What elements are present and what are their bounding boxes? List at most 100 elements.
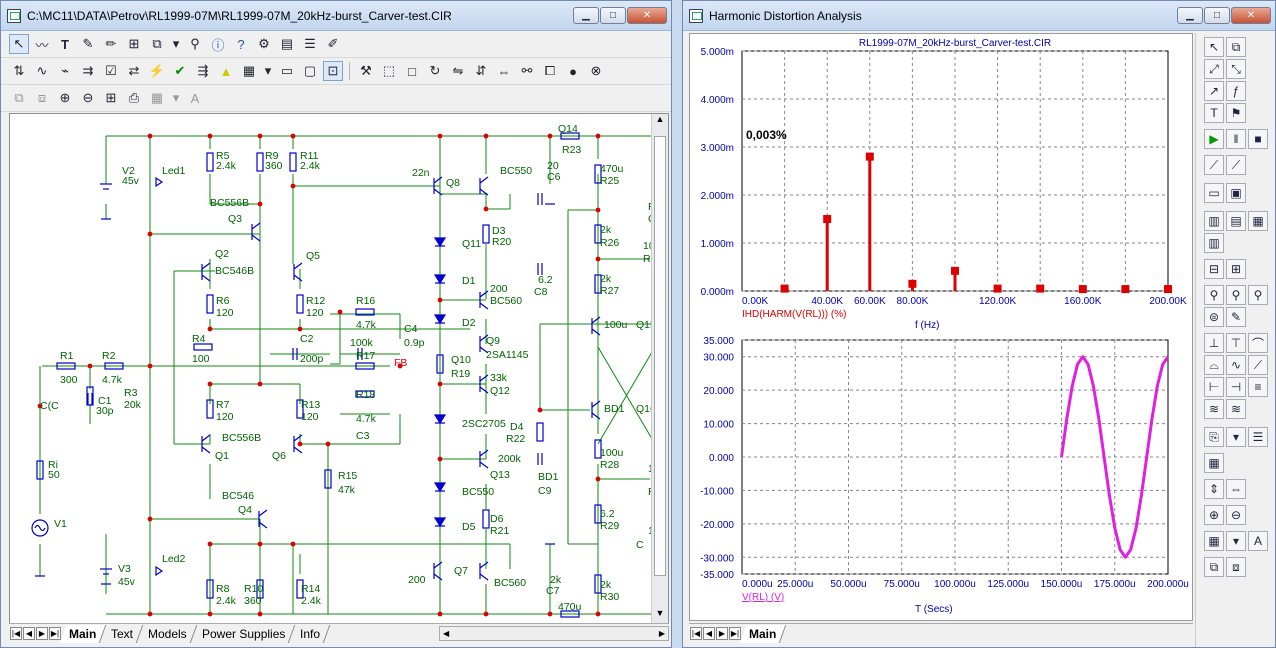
attribute-icon[interactable]: ⚙: [258, 36, 270, 51]
scroll-thumb[interactable]: [654, 136, 666, 576]
low-icon[interactable]: ⌓: [1204, 355, 1224, 375]
maximize-button[interactable]: □: [1204, 7, 1230, 24]
current-icon[interactable]: ⇄: [128, 63, 140, 78]
stop-icon[interactable]: ●: [569, 63, 577, 79]
copy-icon[interactable]: ⧉: [1204, 557, 1224, 577]
pen-icon[interactable]: ✏: [105, 36, 117, 51]
bus-icon[interactable]: ⊞: [128, 36, 140, 51]
dissipation-icon[interactable]: ⇶: [197, 63, 209, 78]
tab-text[interactable]: Text: [102, 624, 144, 643]
power-icon[interactable]: ⚡: [148, 63, 166, 78]
node-voltages-icon[interactable]: ∿: [36, 63, 48, 78]
tab-main[interactable]: Main: [739, 624, 787, 643]
tab-models[interactable]: Models: [139, 624, 198, 643]
page-view-icon[interactable]: ⧠: [544, 63, 556, 78]
fit-v-icon[interactable]: ⇕: [1204, 479, 1224, 499]
font-icon[interactable]: A: [190, 90, 200, 106]
warning-icon[interactable]: ▲: [219, 63, 233, 79]
tab-power-supplies[interactable]: Power Supplies: [192, 624, 296, 643]
formula-icon[interactable]: ƒ: [1226, 81, 1246, 101]
wire-mode-icon[interactable]: 〰: [35, 37, 49, 53]
cursor-left-icon[interactable]: ⊢: [1204, 377, 1224, 397]
zoom-in-icon[interactable]: ⊕: [59, 90, 71, 105]
chevron-down-icon[interactable]: ▾: [1226, 531, 1246, 551]
attribute-display-icon[interactable]: ⇉: [82, 63, 94, 78]
select-icon[interactable]: ↖: [1204, 37, 1224, 57]
inflect-icon[interactable]: ∿: [1226, 355, 1246, 375]
calendar-icon[interactable]: ▦: [1204, 453, 1224, 473]
print-icon[interactable]: ⎙: [128, 90, 140, 105]
slope-alt-icon[interactable]: ⟋: [1226, 155, 1246, 175]
scroll-up-arrow[interactable]: ▲: [655, 114, 665, 124]
peak-icon[interactable]: ⊥: [1204, 333, 1224, 353]
flip-x-icon[interactable]: ⇋: [452, 63, 464, 78]
probe-3-icon[interactable]: ⚲: [1248, 285, 1268, 305]
text-icon[interactable]: T: [1204, 103, 1224, 123]
last-tab-button[interactable]: ▶|: [49, 627, 61, 640]
minimize-button[interactable]: ▁: [1177, 7, 1203, 24]
info-icon[interactable]: ⓘ: [211, 37, 225, 53]
zoom-in-icon[interactable]: ⊕: [1204, 505, 1224, 525]
zoom-fit-icon[interactable]: ⊞: [105, 90, 117, 105]
pin-markers-icon[interactable]: ⌁: [61, 63, 69, 78]
next-tab-button[interactable]: ▶: [36, 627, 48, 640]
text-mode-icon[interactable]: T: [61, 36, 69, 52]
chevron-down-icon[interactable]: ▾: [1226, 427, 1246, 447]
page-icon[interactable]: ▭: [280, 63, 294, 78]
cursor-icon[interactable]: ↗: [1204, 81, 1224, 101]
chevron-down-icon[interactable]: ▾: [172, 90, 180, 105]
component-browser-icon[interactable]: ⧉: [152, 36, 162, 51]
title-block-icon[interactable]: ⊡: [323, 61, 343, 81]
wave-2-icon[interactable]: ≋: [1226, 399, 1246, 419]
find-icon[interactable]: ⚯: [521, 63, 533, 78]
copy-plot-icon[interactable]: ⧉: [1226, 37, 1246, 57]
paste-icon[interactable]: ⧈: [37, 90, 47, 105]
list-icon[interactable]: ☰: [1248, 427, 1268, 447]
first-tab-button[interactable]: |◀: [10, 627, 22, 640]
tab-main[interactable]: Main: [59, 624, 107, 643]
paste-icon[interactable]: ⧈: [1226, 557, 1246, 577]
palette-icon[interactable]: ▦: [150, 90, 164, 105]
grid-h-icon[interactable]: ▤: [1226, 211, 1246, 231]
help-icon[interactable]: ?: [237, 36, 245, 52]
close-button[interactable]: ✕: [627, 7, 667, 24]
pause-icon[interactable]: ‖: [1226, 129, 1246, 149]
select-box-icon[interactable]: ⬚: [382, 63, 396, 78]
rotate-icon[interactable]: ↻: [429, 63, 441, 78]
horizontal-scrollbar[interactable]: ◀▶: [439, 626, 669, 641]
grid-text-icon[interactable]: ▤: [280, 36, 294, 51]
grid-icon[interactable]: ▦: [242, 63, 256, 78]
cancel-icon[interactable]: ⊗: [590, 63, 602, 78]
zoom-box-icon[interactable]: ⊞: [1226, 259, 1246, 279]
first-tab-button[interactable]: |◀: [690, 627, 702, 640]
probe-2-icon[interactable]: ⚲: [1226, 285, 1246, 305]
flip-y-icon[interactable]: ⇵: [475, 63, 487, 78]
edit-doc-icon[interactable]: ✐: [327, 36, 339, 51]
border-icon[interactable]: ▢: [303, 63, 317, 78]
slope-icon[interactable]: ⟋: [1204, 155, 1224, 175]
chevron-down-icon[interactable]: ▾: [264, 63, 272, 78]
maximize-button[interactable]: □: [600, 7, 626, 24]
last-tab-button[interactable]: ▶|: [729, 627, 741, 640]
tag-icon[interactable]: ⚑: [1226, 103, 1246, 123]
grid-fine-icon[interactable]: ▦: [1248, 211, 1268, 231]
grid-d-icon[interactable]: ▥: [1204, 233, 1224, 253]
probe-icon[interactable]: ⚲: [190, 36, 200, 51]
prev-tab-button[interactable]: ◀: [23, 627, 35, 640]
wave-icon[interactable]: ≋: [1204, 399, 1224, 419]
font-icon[interactable]: A: [1248, 531, 1268, 551]
harmonic-titlebar[interactable]: Harmonic Distortion Analysis ▁ □ ✕: [683, 1, 1275, 31]
prev-tab-button[interactable]: ◀: [703, 627, 715, 640]
probe-4-icon[interactable]: ⊜: [1204, 307, 1224, 327]
checkmark-icon[interactable]: ✔: [174, 63, 186, 78]
valley-icon[interactable]: ⊤: [1226, 333, 1246, 353]
node-numbers-icon[interactable]: ⇅: [13, 63, 25, 78]
zoom-out-icon[interactable]: ⊖: [82, 90, 94, 105]
schematic-titlebar[interactable]: C:\MC11\DATA\Petrov\RL1999-07M\RL1999-07…: [1, 1, 671, 31]
next-tab-button[interactable]: ▶: [716, 627, 728, 640]
list-icon[interactable]: ☰: [304, 36, 316, 51]
clipboard-icon[interactable]: ⎘: [1204, 427, 1224, 447]
tab-info[interactable]: Info: [291, 624, 331, 643]
